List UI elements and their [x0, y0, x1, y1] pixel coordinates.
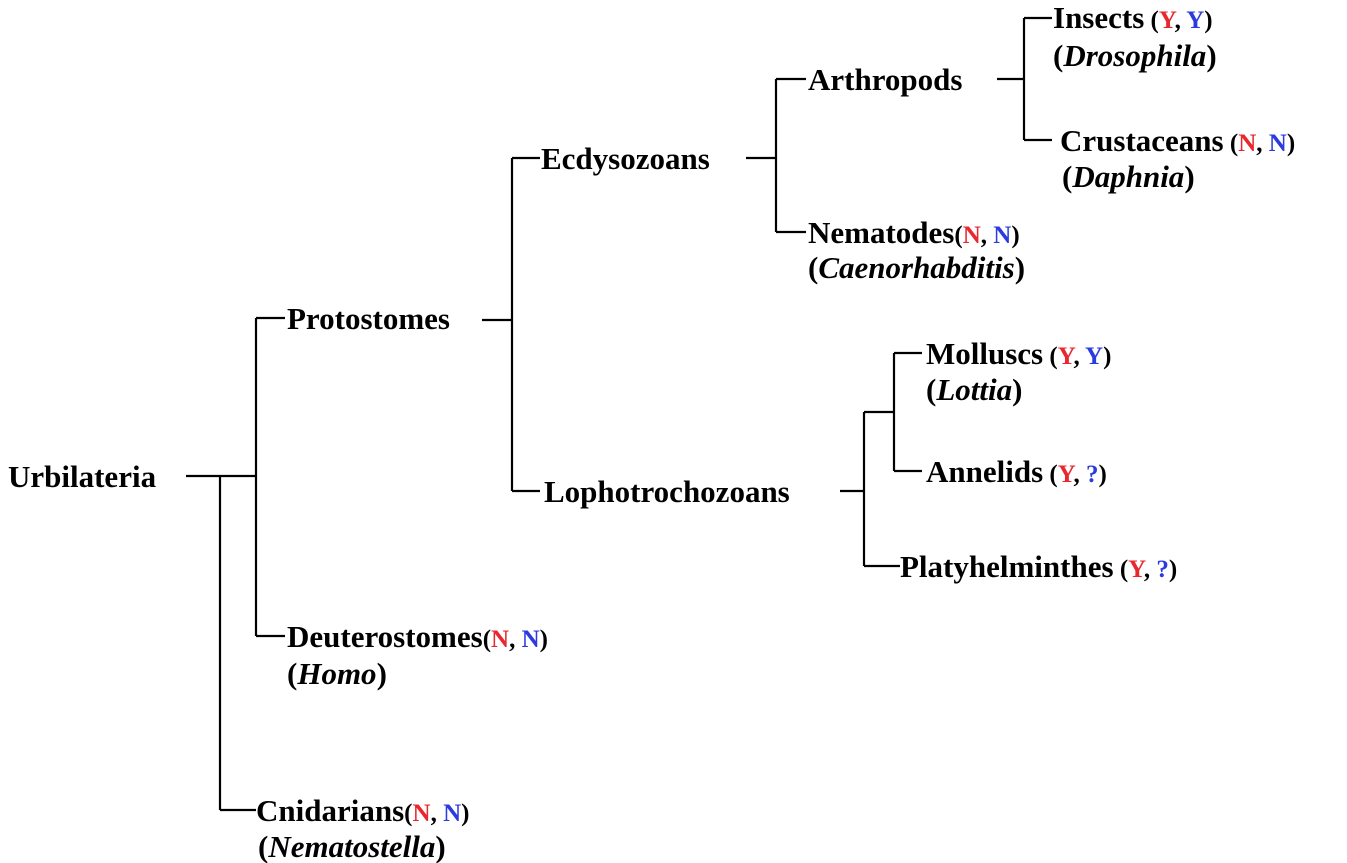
leaf-molluscs: Molluscs (Y, Y) (Lottia) [926, 336, 1111, 407]
node-protostomes: Protostomes [287, 301, 450, 336]
node-ecdysozoans: Ecdysozoans [541, 141, 710, 176]
nematodes-second-marker: N [993, 222, 1011, 249]
svg-text:Platyhelminthes (Y, ?): Platyhelminthes (Y, ?) [900, 549, 1177, 584]
node-lophotrochozoans: Lophotrochozoans [544, 474, 790, 509]
crustaceans-first-marker: N [1238, 130, 1256, 157]
svg-text:Nematodes(N, N): Nematodes(N, N) [808, 215, 1020, 250]
deuterostomes-second-marker: N [522, 626, 540, 653]
insects-first-marker: Y [1159, 7, 1177, 34]
nematodes-first-marker: N [963, 222, 981, 249]
leaf-deuterostomes: Deuterostomes(N, N) (Homo) [287, 619, 548, 691]
leaf-insects-name: Insects [1053, 0, 1144, 35]
deuterostomes-genus: Homo [296, 656, 376, 691]
node-arthropods: Arthropods [808, 62, 962, 97]
annelids-first-marker: Y [1058, 461, 1076, 488]
leaf-annelids-name: Annelids [926, 454, 1043, 489]
svg-text:Deuterostomes(N, N): Deuterostomes(N, N) [287, 619, 548, 654]
svg-text:Insects (Y, Y): Insects (Y, Y) [1053, 0, 1213, 35]
cnidarians-second-marker: N [443, 800, 461, 827]
svg-text:(Lottia): (Lottia) [926, 372, 1022, 407]
leaf-annelids: Annelids (Y, ?) [926, 454, 1107, 489]
leaf-insects: Insects (Y, Y) (Drosophila) [1053, 0, 1217, 73]
svg-text:Molluscs (Y, Y): Molluscs (Y, Y) [926, 336, 1111, 371]
leaf-crustaceans: Crustaceans (N, N) (Daphnia) [1060, 123, 1295, 194]
crustaceans-genus: Daphnia [1071, 159, 1184, 194]
svg-text:Annelids (Y, ?): Annelids (Y, ?) [926, 454, 1107, 489]
leaf-cnidarians-name: Cnidarians [256, 793, 404, 828]
deuterostomes-first-marker: N [491, 626, 509, 653]
svg-text:Cnidarians(N, N): Cnidarians(N, N) [256, 793, 469, 828]
svg-text:Crustaceans (N, N): Crustaceans (N, N) [1060, 123, 1295, 158]
leaf-molluscs-name: Molluscs [926, 336, 1043, 371]
molluscs-first-marker: Y [1058, 343, 1076, 370]
platyhelminthes-second-marker: ? [1156, 556, 1169, 583]
molluscs-second-marker: Y [1085, 343, 1103, 370]
platyhelminthes-first-marker: Y [1128, 556, 1146, 583]
leaf-platyhelminthes: Platyhelminthes (Y, ?) [900, 549, 1177, 584]
molluscs-genus: Lottia [935, 372, 1012, 407]
svg-text:(Drosophila): (Drosophila) [1053, 38, 1217, 73]
insects-second-marker: Y [1186, 7, 1204, 34]
annelids-second-marker: ? [1086, 461, 1099, 488]
leaf-cnidarians: Cnidarians(N, N) (Nematostella) [256, 793, 469, 863]
leaf-nematodes-name: Nematodes [808, 215, 954, 250]
leaf-platyhelminthes-name: Platyhelminthes [900, 549, 1114, 584]
crustaceans-second-marker: N [1269, 130, 1287, 157]
cnidarians-genus: Nematostella [267, 829, 435, 863]
leaf-nematodes: Nematodes(N, N) (Caenorhabditis) [808, 215, 1025, 285]
svg-text:(Caenorhabditis): (Caenorhabditis) [808, 250, 1025, 285]
nematodes-genus: Caenorhabditis [818, 250, 1014, 285]
node-urbilateria: Urbilateria [8, 459, 157, 494]
tree-branches [186, 16, 1052, 812]
svg-text:(Homo): (Homo) [287, 656, 387, 691]
svg-text:(Nematostella): (Nematostella) [258, 829, 446, 863]
svg-text:(Daphnia): (Daphnia) [1062, 159, 1195, 194]
insects-genus: Drosophila [1062, 38, 1206, 73]
leaf-crustaceans-name: Crustaceans [1060, 123, 1224, 158]
cnidarians-first-marker: N [413, 800, 431, 827]
leaf-deuterostomes-name: Deuterostomes [287, 619, 483, 654]
